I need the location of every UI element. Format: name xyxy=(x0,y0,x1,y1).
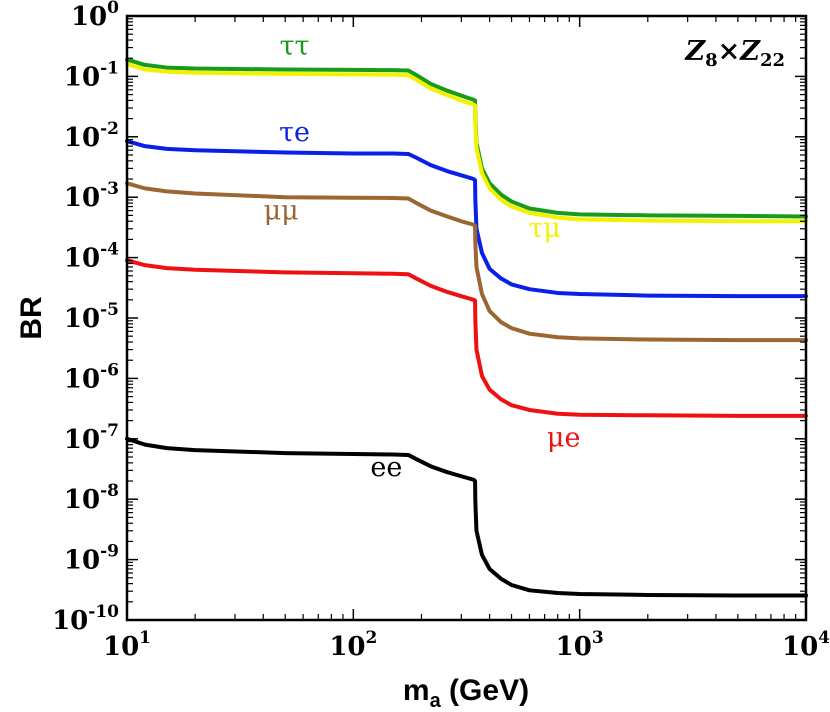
y-tick-label: 10-8 xyxy=(64,481,119,515)
y-tick-label: 10-9 xyxy=(64,542,119,576)
series-line xyxy=(125,436,808,598)
y-tick-label: 10-6 xyxy=(64,360,119,394)
x-axis-title: ma (GeV) xyxy=(403,674,529,712)
series-line xyxy=(125,181,808,343)
series-label: τe xyxy=(279,117,310,148)
series-label: μe xyxy=(547,422,581,453)
series-line xyxy=(125,57,808,219)
series-line xyxy=(125,62,808,224)
ticks-layer: 101 102 103 104 100 10-1 10-2 10-3 10-4 10-5 10-6 1… xyxy=(52,0,830,662)
y-tick-label: 100 xyxy=(71,0,119,32)
y-tick-label: 10-2 xyxy=(64,119,119,153)
y-tick-label: 10-4 xyxy=(64,240,119,274)
y-tick-label: 10-7 xyxy=(64,421,119,455)
x-tick-label: 103 xyxy=(556,628,604,662)
series-label: τμ xyxy=(528,213,560,244)
x-tick-label: 101 xyxy=(103,628,151,662)
x-tick-label: 104 xyxy=(782,628,830,662)
series-label: ττ xyxy=(280,31,310,62)
series-layer xyxy=(125,57,808,598)
y-tick-label: 10-3 xyxy=(64,179,119,213)
series-label: μμ xyxy=(264,195,299,226)
series-label: ee xyxy=(370,452,402,483)
y-axis-title: BR xyxy=(15,296,48,340)
x-tick-label: 102 xyxy=(329,628,377,662)
series-line xyxy=(125,258,808,418)
y-tick-label: 10-10 xyxy=(52,602,119,636)
labels-layer: ττ τμ τe μμ μe ee xyxy=(264,31,581,484)
y-tick-label: 10-5 xyxy=(64,300,119,334)
model-label: Z8×Z22 xyxy=(684,36,785,71)
series-line xyxy=(125,139,808,299)
y-tick-label: 10-1 xyxy=(64,58,119,92)
plot-frame xyxy=(125,14,808,622)
